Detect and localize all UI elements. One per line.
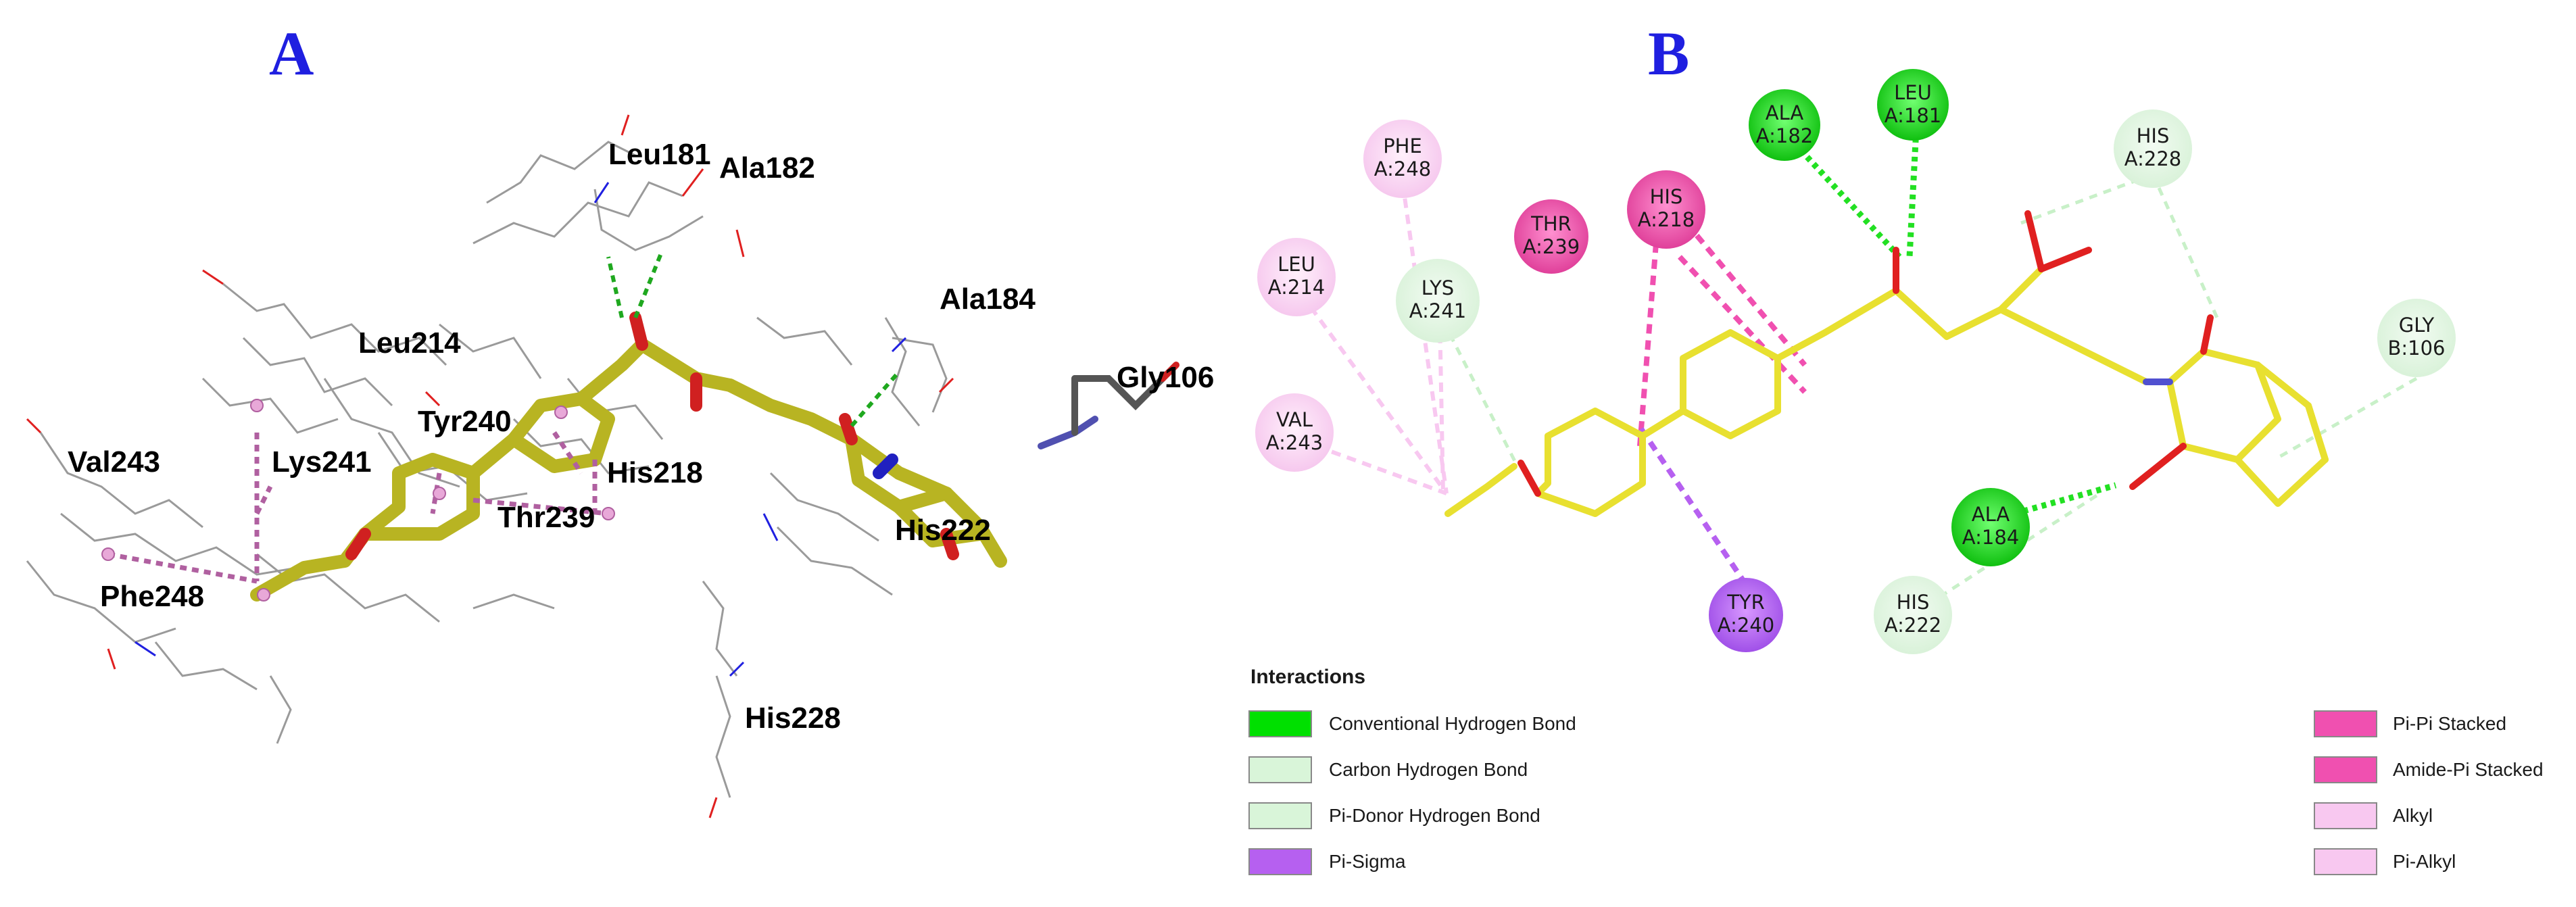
hydrophobic-3d: [107, 431, 609, 584]
svg-text:Pi-Pi Stacked: Pi-Pi Stacked: [2393, 713, 2506, 734]
res-name: THR: [1530, 212, 1572, 235]
svg-text:Conventional Hydrogen Bond: Conventional Hydrogen Bond: [1329, 713, 1576, 734]
label-lys241: Lys241: [272, 445, 372, 479]
label-tyr240: Tyr240: [418, 405, 512, 438]
res-chain: A:218: [1638, 208, 1695, 231]
res-name: GLY: [2399, 314, 2435, 337]
panel-b: B: [1248, 19, 2544, 875]
res-chain: A:239: [1523, 235, 1580, 258]
svg-text:Carbon Hydrogen Bond: Carbon Hydrogen Bond: [1329, 759, 1528, 780]
res-name: HIS: [1650, 185, 1683, 208]
res-name: PHE: [1383, 134, 1422, 157]
label-phe248: Phe248: [100, 580, 204, 613]
legend-item-pi-sigma: Pi-Sigma: [1248, 848, 1406, 875]
residue-tyr240: TYR A:240: [1709, 578, 1783, 652]
res-chain: A:241: [1409, 299, 1466, 322]
gly106-stick: [1038, 362, 1180, 449]
svg-text:Pi-Alkyl: Pi-Alkyl: [2393, 851, 2456, 872]
svg-text:Pi-Sigma: Pi-Sigma: [1329, 851, 1406, 872]
legend-item-pi-donor-hbond: Pi-Donor Hydrogen Bond: [1248, 802, 1540, 829]
res-name: VAL: [1276, 408, 1313, 431]
res-chain: A:222: [1885, 614, 1941, 637]
legend-item-carbon-hbond: Carbon Hydrogen Bond: [1248, 756, 1528, 783]
res-chain: A:214: [1268, 276, 1325, 299]
residue-phe248: PHE A:248: [1363, 120, 1442, 198]
ligand-3d: [250, 338, 1007, 602]
interaction-legend: Interactions Conventional Hydrogen Bond …: [1248, 666, 2544, 875]
ligand-3d-atoms: [345, 312, 959, 560]
res-chain: B:106: [2387, 337, 2445, 360]
svg-text:Amide-Pi Stacked: Amide-Pi Stacked: [2393, 759, 2544, 780]
label-val243: Val243: [68, 445, 160, 479]
residue-ala182: ALA A:182: [1749, 89, 1820, 161]
res-chain: A:240: [1718, 614, 1774, 637]
res-name: ALA: [1766, 101, 1804, 124]
residue-labels-3d: Leu181 Ala182 Ala184 Gly106 Leu214 Val24…: [68, 138, 1214, 735]
label-leu214: Leu214: [358, 326, 461, 360]
label-ala182: Ala182: [719, 151, 815, 185]
panel-a: A: [26, 19, 1214, 818]
residue-gly106: GLY B:106: [2377, 299, 2456, 377]
residue-ala184: ALA A:184: [1951, 488, 2030, 566]
residue-thr239: THR A:239: [1514, 199, 1588, 274]
residue-val243: VAL A:243: [1255, 393, 1334, 472]
label-his222: His222: [895, 514, 991, 547]
residue-his222: HIS A:222: [1874, 576, 1952, 654]
interaction-lines-2d: [1299, 128, 2418, 599]
label-his228: His228: [745, 702, 841, 735]
residue-leu181: LEU A:181: [1877, 69, 1949, 141]
centroid-markers: [101, 399, 615, 602]
res-name: LEU: [1894, 81, 1932, 104]
res-name: ALA: [1972, 503, 2010, 526]
legend-item-pi-alkyl: Pi-Alkyl: [2314, 848, 2456, 875]
residue-lys241: LYS A:241: [1396, 259, 1480, 343]
legend-item-alkyl: Alkyl: [2314, 802, 2433, 829]
legend-item-conventional-hbond: Conventional Hydrogen Bond: [1248, 710, 1576, 737]
res-chain: A:228: [2124, 147, 2181, 170]
svg-text:Pi-Donor Hydrogen Bond: Pi-Donor Hydrogen Bond: [1329, 805, 1540, 826]
protein-wireframe-heteroatoms: [26, 114, 954, 818]
ligand-2d: [1444, 266, 2329, 517]
hbonds-3d: [606, 249, 901, 427]
label-his218: His218: [607, 456, 703, 489]
label-thr239: Thr239: [497, 501, 595, 534]
legend-item-pi-pi-stacked: Pi-Pi Stacked: [2314, 710, 2506, 737]
ligand-2d-heteroatoms: [1517, 210, 2214, 497]
svg-text:Alkyl: Alkyl: [2393, 805, 2433, 826]
res-name: HIS: [2137, 124, 2170, 147]
res-name: TYR: [1726, 591, 1765, 614]
res-name: HIS: [1897, 591, 1930, 614]
res-chain: A:243: [1266, 431, 1323, 454]
residue-leu214: LEU A:214: [1257, 238, 1336, 316]
panel-a-label: A: [269, 19, 314, 88]
legend-title: Interactions: [1250, 666, 1365, 688]
res-chain: A:182: [1756, 124, 1813, 147]
residue-his228: HIS A:228: [2114, 109, 2192, 188]
res-chain: A:248: [1374, 157, 1431, 180]
res-chain: A:184: [1962, 526, 2019, 549]
res-chain: A:181: [1885, 104, 1941, 127]
res-name: LEU: [1278, 253, 1315, 276]
legend-item-amide-pi-stacked: Amide-Pi Stacked: [2314, 756, 2544, 783]
panel-b-label: B: [1648, 19, 1689, 88]
residue-his218: HIS A:218: [1627, 170, 1705, 249]
label-gly106: Gly106: [1117, 361, 1214, 394]
label-ala184: Ala184: [940, 283, 1036, 316]
res-name: LYS: [1421, 276, 1454, 299]
label-leu181: Leu181: [608, 138, 711, 171]
